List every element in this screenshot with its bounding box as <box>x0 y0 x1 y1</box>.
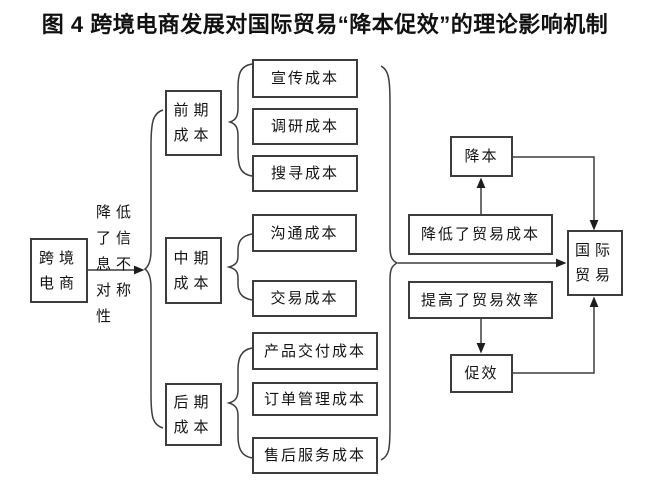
node-after-sales-service-cost-label: 售后服务成本 <box>263 447 366 464</box>
node-efficiency-promotion-label: 促效 <box>464 365 499 382</box>
brace-late-stage <box>226 347 253 459</box>
node-cross-border-ecommerce: 跨境电商 <box>30 238 88 303</box>
arrow-cause1-to-effect1-head <box>476 177 486 188</box>
brace-early-stage <box>227 63 253 177</box>
node-late-stage-cost: 后期成本 <box>165 383 222 446</box>
node-publicity-cost-label: 宣传成本 <box>270 70 339 87</box>
node-lowered-trade-cost: 降低了贸易成本 <box>408 214 553 255</box>
arrow-merge-to-trade-head <box>556 258 567 268</box>
node-lowered-trade-cost-label: 降低了贸易成本 <box>420 226 540 243</box>
node-publicity-cost: 宣传成本 <box>252 59 358 98</box>
node-cost-reduction: 降本 <box>450 136 513 177</box>
node-product-delivery-cost-label: 产品交付成本 <box>263 342 366 360</box>
brace-stage-split <box>143 109 164 429</box>
node-search-cost: 搜寻成本 <box>252 155 358 192</box>
node-early-stage-cost: 前期成本 <box>165 90 222 156</box>
node-raised-trade-efficiency-label: 提高了贸易效率 <box>420 291 540 309</box>
node-communication-cost-label: 沟通成本 <box>270 224 339 242</box>
node-product-delivery-cost: 产品交付成本 <box>252 332 378 370</box>
arrow-effect2-to-trade-line <box>513 307 595 374</box>
node-order-management-cost-label: 订单管理成本 <box>263 390 366 408</box>
node-research-cost: 调研成本 <box>252 108 358 145</box>
node-transaction-cost: 交易成本 <box>252 280 357 317</box>
arrow-cause2-to-effect2-head <box>476 343 486 354</box>
node-order-management-cost: 订单管理成本 <box>252 382 378 416</box>
node-cross-border-ecommerce-label: 跨境电商 <box>39 249 80 292</box>
arrow-effect1-to-trade-line <box>513 156 595 220</box>
node-research-cost-label: 调研成本 <box>270 118 339 135</box>
node-transaction-cost-label: 交易成本 <box>270 290 339 307</box>
node-international-trade-label: 国际贸易 <box>575 242 616 284</box>
brace-merge-costs <box>380 65 399 461</box>
node-communication-cost: 沟通成本 <box>252 214 357 252</box>
node-after-sales-service-cost: 售后服务成本 <box>252 437 378 474</box>
node-international-trade: 国际贸易 <box>567 230 623 296</box>
arrow-annotation-information-asymmetry: 降低了信息不对称性 <box>96 204 137 325</box>
node-mid-stage-cost: 中期成本 <box>165 237 222 304</box>
arrow-effect1-to-trade-head <box>589 220 599 231</box>
arrow-source-to-brace-head <box>134 265 145 275</box>
brace-mid-stage <box>226 233 253 301</box>
node-early-stage-cost-label: 前期成本 <box>173 102 214 144</box>
arrow-effect2-to-trade-head <box>589 296 599 307</box>
node-raised-trade-efficiency: 提高了贸易效率 <box>408 281 553 319</box>
node-late-stage-cost-label: 后期成本 <box>173 393 214 436</box>
node-search-cost-label: 搜寻成本 <box>270 165 339 182</box>
node-mid-stage-cost-label: 中期成本 <box>173 249 214 292</box>
node-efficiency-promotion: 促效 <box>450 354 513 393</box>
node-cost-reduction-label: 降本 <box>464 148 499 165</box>
figure-title: 图 4 跨境电商发展对国际贸易“降本促效”的理论影响机制 <box>41 12 609 37</box>
